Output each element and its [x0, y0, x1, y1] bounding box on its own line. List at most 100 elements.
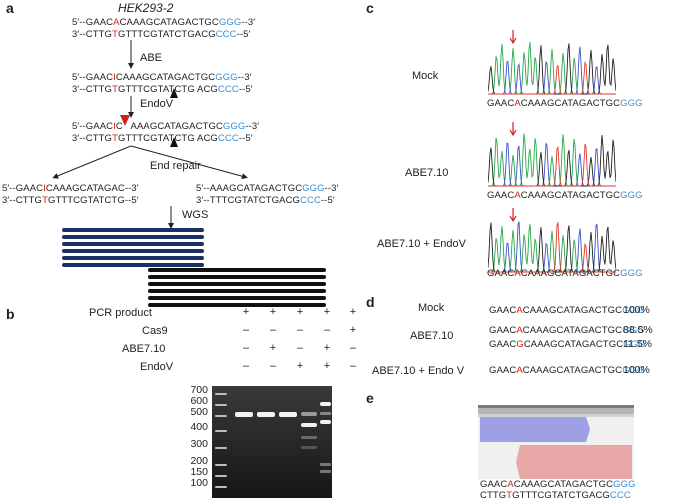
left-fragment-top: 5′--GAACICAAAGCATAGAC--3′ — [2, 183, 139, 194]
step2-top-strand: 5′--GAACICAAAGCATAGACTGCGGG--3′ — [72, 72, 252, 83]
edit-site-arrow — [509, 30, 517, 45]
lane-mark: + — [323, 306, 331, 318]
nick-marker-step3 — [170, 137, 178, 147]
trace-A — [488, 223, 616, 273]
ladder-size-label: 500 — [190, 406, 208, 418]
trace-label-abe-endov: ABE7.10 + EndoV — [377, 238, 466, 250]
lane-mark: + — [269, 306, 277, 318]
d-seq-abe-a: GAACACAAAGCATAGACTGCGGG — [489, 325, 645, 336]
lane-mark: + — [349, 306, 357, 318]
panel-b-label: b — [6, 306, 15, 322]
d-label-abe-endov: ABE7.10 + Endo V — [372, 365, 465, 377]
row-label-pcr: PCR product — [89, 307, 152, 319]
d-pct-abe-endov: 100% — [623, 364, 650, 376]
e-seq-bottom: CTTGTGTTTCGTATCTGACGCCC — [480, 490, 631, 501]
lane-mark: + — [349, 324, 357, 336]
wgs-reads — [62, 228, 326, 307]
igv-read-view — [478, 405, 634, 479]
e-seq-top: GAACACAAAGCATAGACTGCGGG — [480, 479, 636, 490]
lane-mark: + — [269, 342, 277, 354]
ladder-size-label: 100 — [190, 477, 208, 489]
panel-a-label: a — [6, 0, 14, 16]
d-label-abe: ABE7.10 — [410, 330, 454, 342]
trace-T — [488, 221, 616, 273]
ladder-bands — [215, 393, 227, 488]
lane-mark: + — [323, 342, 331, 354]
panel-d-label: d — [366, 294, 375, 310]
lane-mark: + — [296, 360, 304, 372]
cut-marker-red — [120, 115, 130, 126]
lane-mark: + — [242, 306, 250, 318]
d-label-mock: Mock — [418, 302, 445, 314]
edit-site-arrow — [509, 122, 517, 137]
step2-bottom-strand: 3′--CTTGTGTTTCGTATCTG ACGCCC--5′ — [72, 84, 253, 95]
arrow-right-fragment — [130, 145, 248, 180]
left-fragment-bottom: 3′--CTTGTGTTTCGTATCTG--5′ — [2, 195, 139, 206]
trace-C — [488, 142, 616, 187]
chromatogram-abe — [488, 122, 616, 187]
lane-mark: + — [296, 306, 304, 318]
chromatogram-mock — [488, 30, 616, 95]
ladder-size-label: 150 — [190, 466, 208, 478]
ladder-size-label: 300 — [190, 438, 208, 450]
trace-G — [488, 222, 616, 273]
gel-bands — [212, 386, 332, 498]
trace-G — [488, 135, 616, 187]
edit-site-arrow — [509, 208, 517, 223]
step3-top-strand: 5′--GAACIC AAAGCATAGACTGCGGG--3′ — [72, 121, 260, 132]
lane-mark: – — [323, 324, 331, 336]
chromatogram-abe-endov — [488, 208, 616, 273]
gel-image — [212, 386, 332, 498]
step1-bottom-strand: 3′--CTTGTGTTTCGTATCTGACGCCC--5′ — [72, 29, 251, 40]
trace-C — [488, 221, 616, 273]
ladder-size-label: 400 — [190, 421, 208, 433]
abe-step-label: ABE — [140, 52, 163, 64]
reads-left-group — [62, 228, 204, 267]
trace-seq-mock: GAACACAAAGCATAGACTGCGGG — [487, 98, 643, 109]
reads-right-group — [148, 268, 326, 307]
ladder-size-label: 600 — [190, 395, 208, 407]
lane-mark: – — [242, 360, 250, 372]
panel-a-title: HEK293-2 — [118, 1, 174, 15]
step3-bottom-strand: 3′--CTTGTGTTTCGTATCTG ACGCCC--5′ — [72, 133, 253, 144]
trace-T — [488, 143, 616, 187]
wgs-label: WGS — [182, 209, 209, 221]
lane-mark: – — [349, 342, 357, 354]
lane-mark: – — [242, 324, 250, 336]
trace-seq-abe: GAACACAAAGCATAGACTGCGGG — [487, 190, 643, 201]
row-label-cas9: Cas9 — [142, 325, 168, 337]
row-label-abe: ABE7.10 — [122, 343, 166, 355]
panel-c-label: c — [366, 0, 374, 16]
trace-label-mock: Mock — [412, 70, 439, 82]
lane-mark: – — [296, 342, 304, 354]
endov-step-label: EndoV — [140, 98, 174, 110]
arrow-left-fragment — [52, 145, 132, 179]
lane-mark: – — [269, 360, 277, 372]
lane-mark: – — [269, 324, 277, 336]
lane-mark: – — [242, 342, 250, 354]
sample-bands — [235, 402, 331, 473]
trace-T — [488, 60, 616, 95]
ladder-size-label: 700 — [190, 384, 208, 396]
d-seq-abe-g: GAACGCAAAGCATAGACTGCGGG — [489, 339, 646, 350]
trace-A — [488, 133, 616, 187]
lane-mark: + — [323, 360, 331, 372]
nick-marker-step2 — [170, 88, 178, 98]
panel-a-arrows — [52, 40, 248, 229]
end-repair-label: End repair — [150, 160, 201, 172]
ladder-size-label: 200 — [190, 455, 208, 467]
panel-e-label: e — [366, 390, 374, 406]
reverse-reads — [520, 445, 632, 479]
d-seq-mock: GAACACAAAGCATAGACTGCGGG — [489, 305, 645, 316]
forward-reads — [480, 417, 586, 442]
lane-mark: – — [296, 324, 304, 336]
lane-mark: – — [349, 360, 357, 372]
d-pct-abe-a: 88.5% — [623, 324, 653, 336]
trace-label-abe: ABE7.10 — [405, 167, 449, 179]
right-fragment-bottom: 3′--TTTCGTATCTGACGCCC--5′ — [196, 195, 335, 206]
trace-seq-abe-endov: GAACACAAAGCATAGACTGCGGG — [487, 268, 643, 279]
d-pct-mock: 100% — [623, 304, 650, 316]
d-pct-abe-g: 11.5% — [623, 338, 652, 350]
right-fragment-top: 5′--AAAGCATAGACTGCGGG--3′ — [196, 183, 339, 194]
